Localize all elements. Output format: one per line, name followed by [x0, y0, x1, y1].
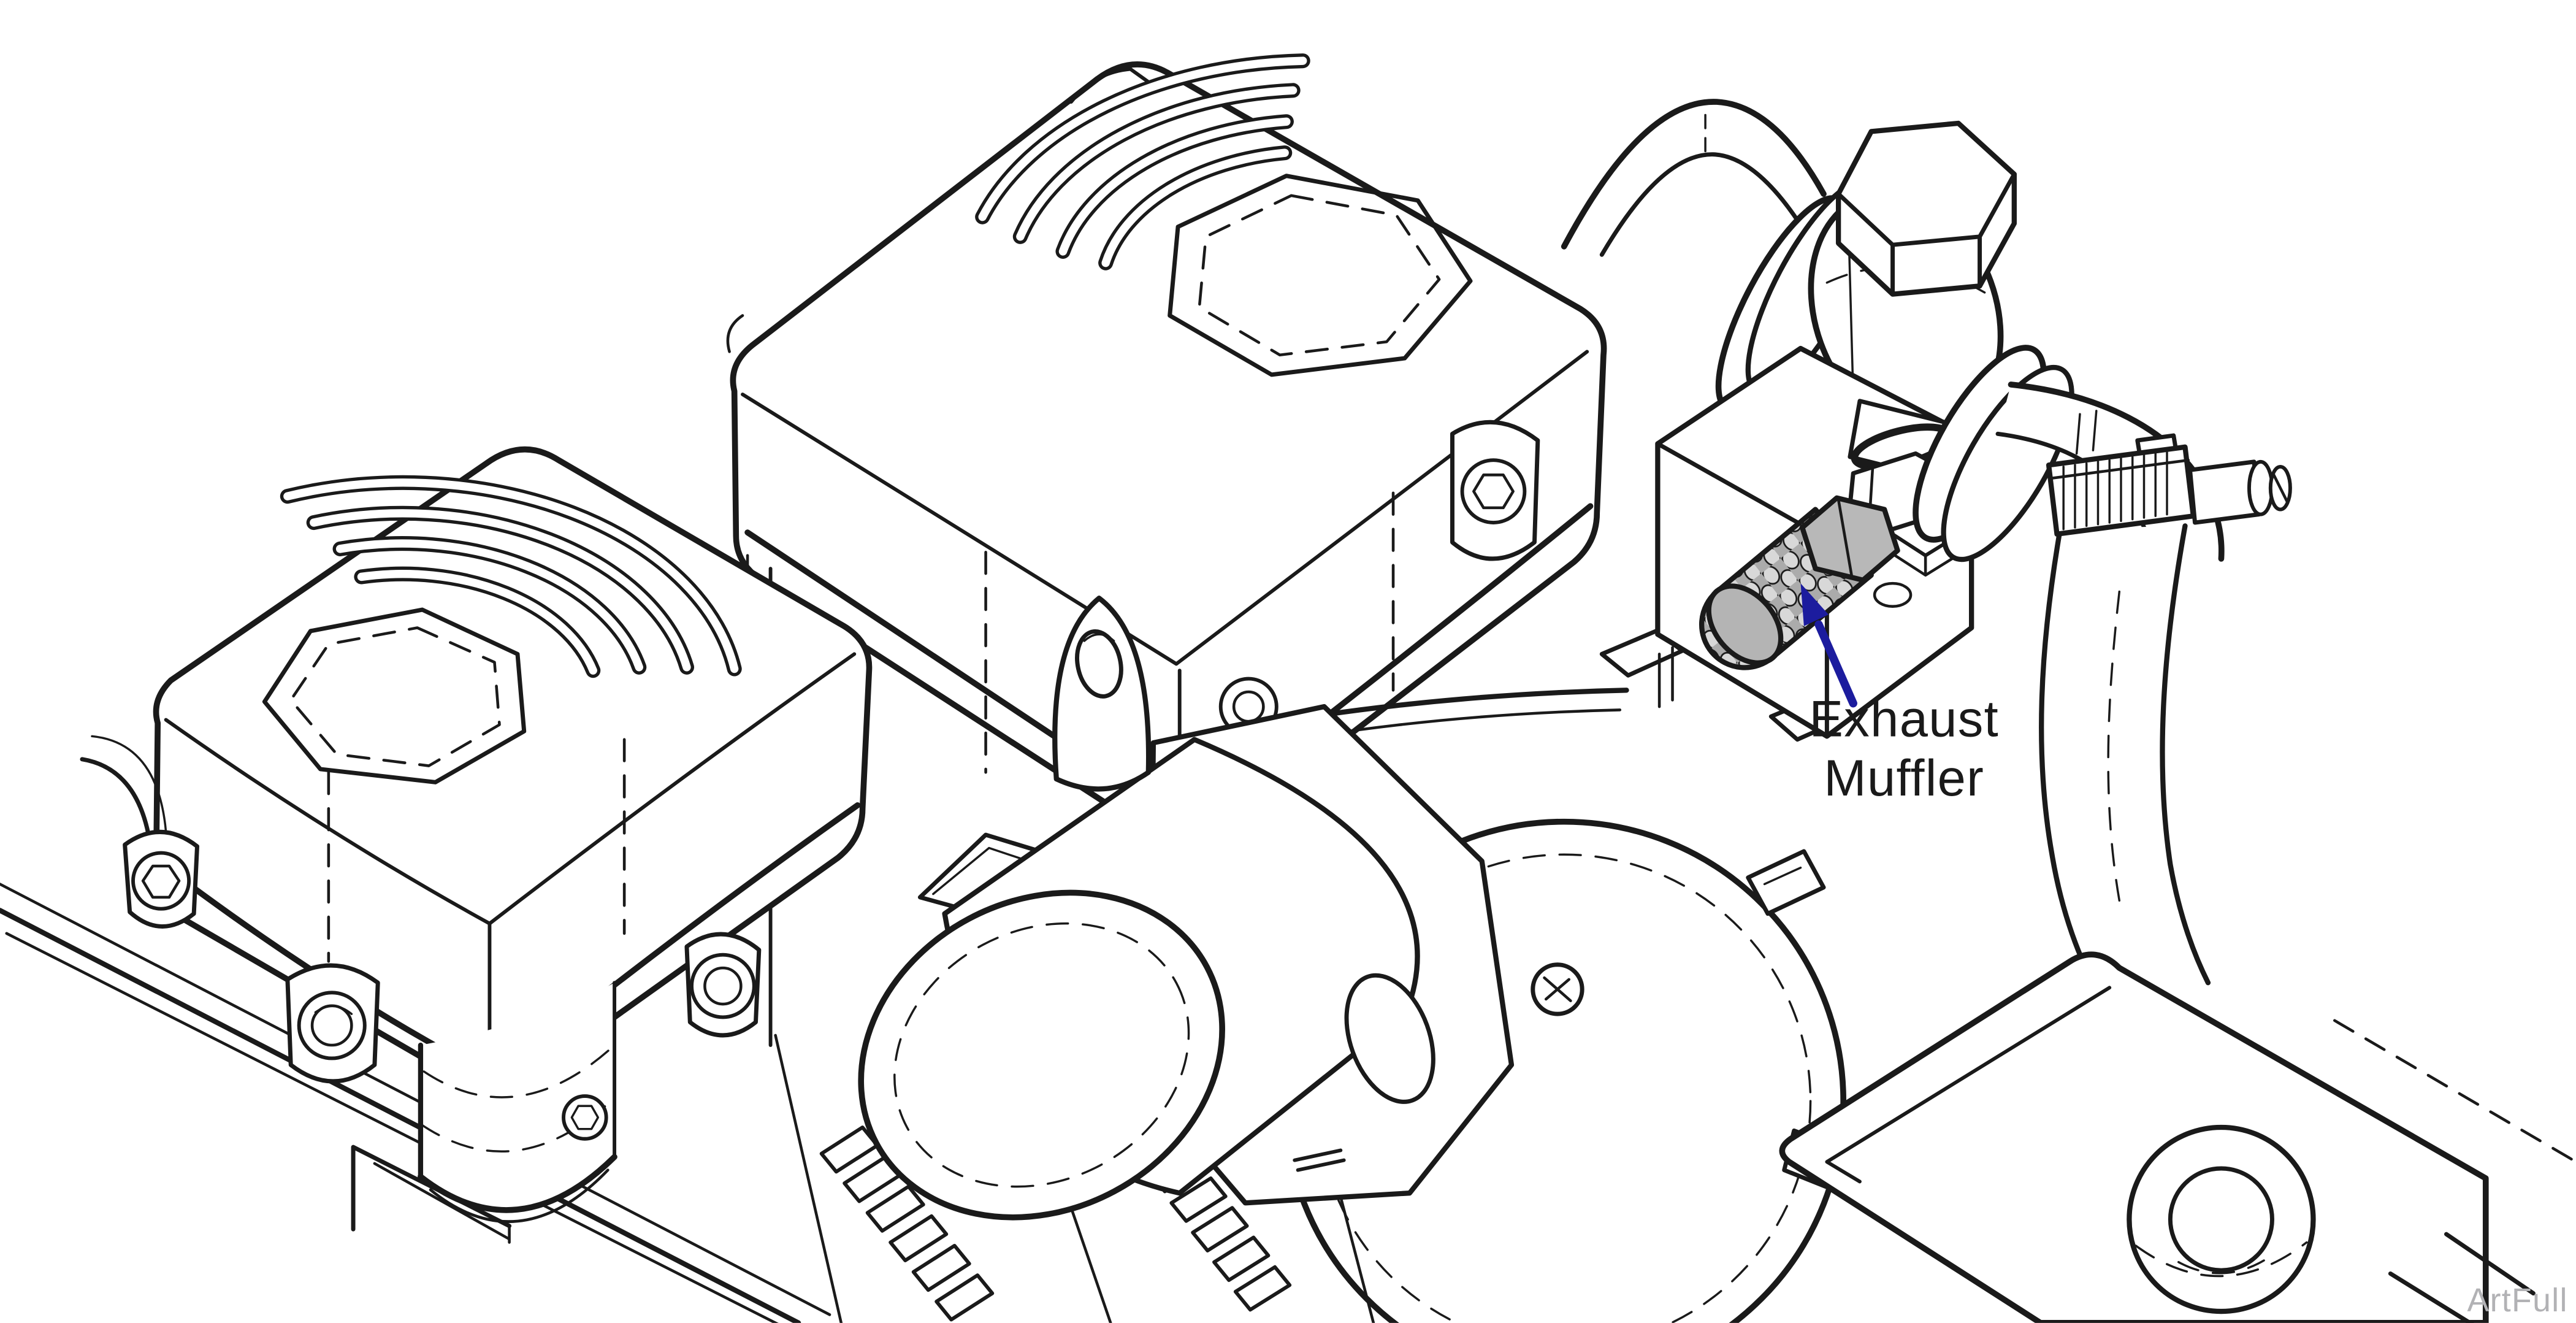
- louver-vents: [774, 1033, 1375, 1323]
- left-pump-cylinder: [418, 981, 617, 1223]
- left-cylinder-head-cover: [80, 446, 873, 1094]
- pipe-elbow-duct: [1561, 99, 1827, 257]
- tank-plate: [1779, 951, 2576, 1323]
- muffler-end-cap: [1706, 583, 1784, 665]
- exhaust-pipe-assembly: [1561, 99, 2017, 435]
- vent-slots-right: [975, 53, 1310, 270]
- exhaust-hose: [2039, 523, 2211, 995]
- head-bolt-1: [123, 829, 199, 929]
- head-bolt-3: [684, 932, 762, 1038]
- watermark: ArtFull: [2467, 1283, 2568, 1320]
- head-bolt-right-face: [1450, 420, 1540, 561]
- bracket-oval-cutout: [1344, 973, 1435, 1104]
- motor-assembly: [774, 596, 1859, 1323]
- hose-clamp: [2046, 433, 2292, 537]
- tank-port-boss: [2127, 1124, 2316, 1314]
- valve-hex-cap: [1835, 120, 2017, 297]
- callout-arrow: [1800, 583, 1857, 708]
- callout-line-2: Muffler: [1824, 749, 1985, 807]
- muffler-hex-nut: [1800, 495, 1900, 583]
- callout-line-1: Exhaust: [1809, 690, 2000, 748]
- head-recess-right: [1168, 174, 1473, 377]
- head-recess-left: [262, 607, 527, 784]
- block-port-hole: [1873, 581, 1913, 608]
- vent-slots-left: [280, 475, 742, 678]
- callout-label: Exhaust Muffler: [1810, 690, 2000, 808]
- exhaust-muffler: [1699, 495, 1900, 670]
- head-bolt-2: [285, 963, 380, 1084]
- capacitor-mount-tab: [1052, 596, 1152, 792]
